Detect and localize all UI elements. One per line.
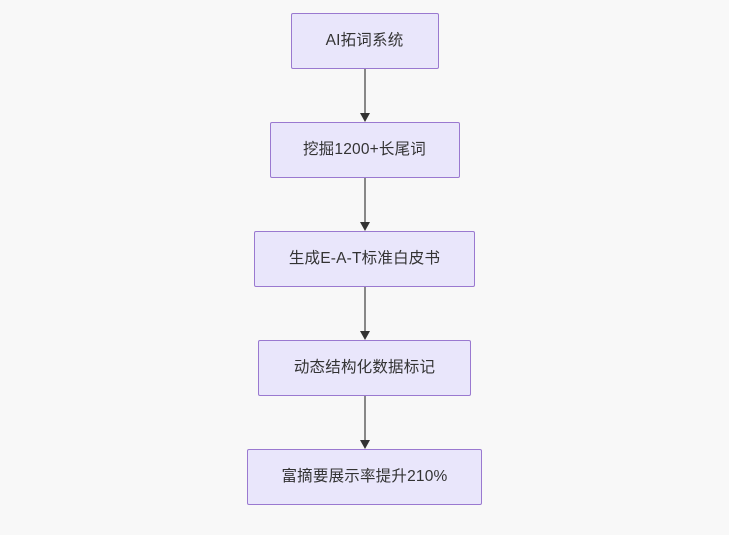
arrow-line-icon	[363, 287, 366, 333]
flow-node-structured-data-markup[interactable]: 动态结构化数据标记	[258, 340, 471, 396]
arrow-line-icon	[363, 69, 366, 115]
flow-arrow-4	[359, 396, 371, 449]
flow-arrow-1	[359, 69, 371, 122]
flow-node-ai-keyword-system[interactable]: AI拓词系统	[290, 13, 439, 69]
flow-node-label: 挖掘1200+长尾词	[302, 141, 427, 159]
top-spacer	[364, 0, 365, 13]
flow-node-eat-whitepaper[interactable]: 生成E-A-T标准白皮书	[254, 231, 475, 287]
flow-node-label: 富摘要展示率提升210%	[281, 468, 448, 486]
flow-node-rich-snippet-result[interactable]: 富摘要展示率提升210%	[247, 449, 482, 505]
arrow-head-down-icon	[359, 331, 370, 340]
arrow-head-down-icon	[359, 440, 370, 449]
flow-arrow-2	[359, 178, 371, 231]
flow-arrow-3	[359, 287, 371, 340]
flow-node-label: 动态结构化数据标记	[293, 359, 436, 377]
arrow-line-icon	[363, 396, 366, 442]
flow-node-longtail-mining[interactable]: 挖掘1200+长尾词	[269, 122, 460, 178]
flow-node-label: 生成E-A-T标准白皮书	[288, 250, 441, 268]
flow-node-label: AI拓词系统	[325, 32, 404, 50]
arrow-head-down-icon	[359, 222, 370, 231]
arrow-line-icon	[363, 178, 366, 224]
arrow-head-down-icon	[359, 113, 370, 122]
